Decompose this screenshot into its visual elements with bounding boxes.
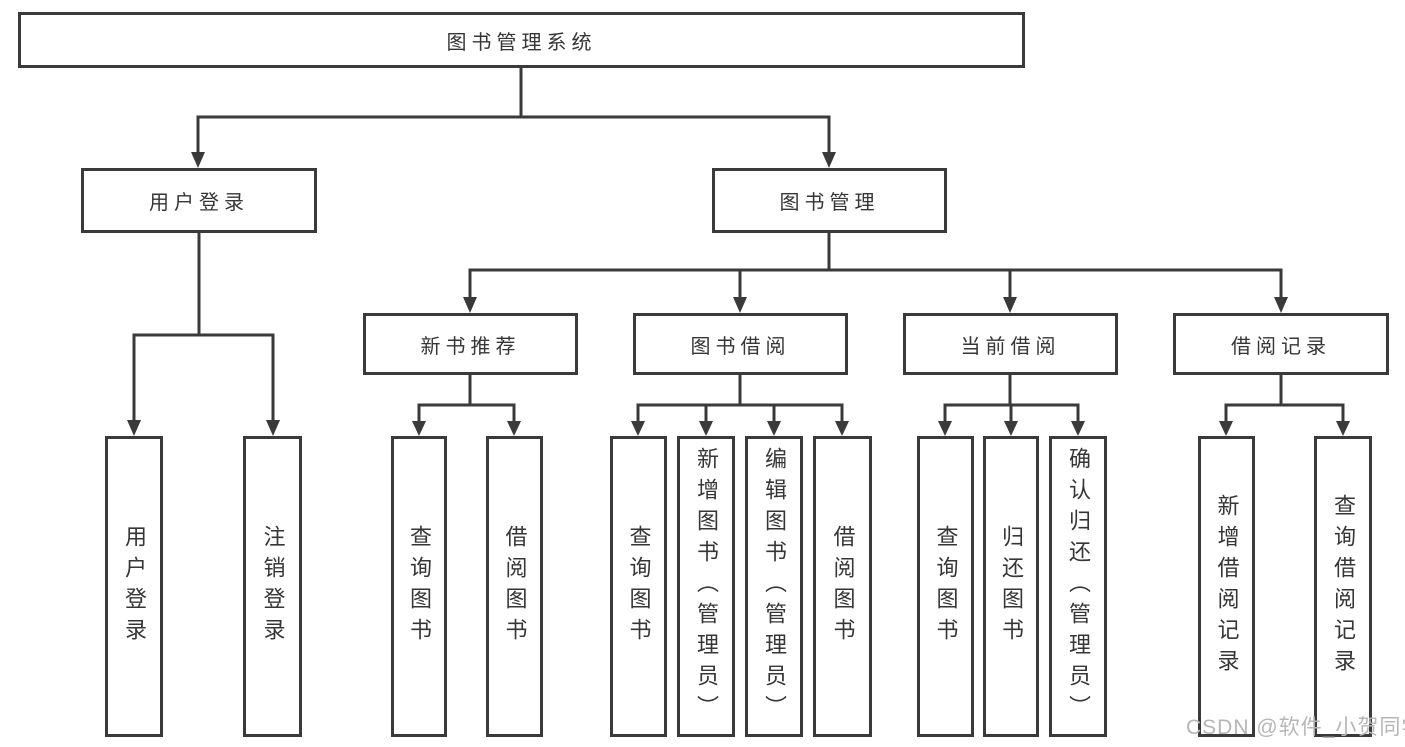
leaf-edit-book-admin: 编辑图书（管理员） <box>745 436 803 737</box>
arrowhead <box>507 421 521 436</box>
arrowhead <box>1219 421 1233 436</box>
node-user-login: 用户登录 <box>81 168 317 233</box>
arrowhead <box>835 421 849 436</box>
arrowhead <box>767 421 781 436</box>
node-library-system: 图书管理系统 <box>18 12 1025 68</box>
arrowhead <box>1071 421 1085 436</box>
arrowhead <box>1003 297 1017 313</box>
leaf-logout-login: 注销登录 <box>243 436 302 737</box>
connector-current-to-leaves <box>943 373 1080 424</box>
leaf-return-books: 归还图书 <box>983 436 1039 737</box>
leaf-borrow-books-recommend: 借阅图书 <box>486 436 543 737</box>
arrowhead <box>191 152 205 168</box>
connector-newbook-to-leaves <box>417 373 516 424</box>
connector-bookmgmt-to-level3 <box>468 231 1283 300</box>
arrowhead <box>266 420 280 436</box>
arrowhead <box>1336 421 1350 436</box>
connector-root-to-level2 <box>196 66 831 155</box>
arrowhead <box>631 421 645 436</box>
arrowheads <box>127 152 1350 436</box>
arrowhead <box>699 421 713 436</box>
leaf-borrow-books-borrowing: 借阅图书 <box>813 436 872 737</box>
leaf-query-borrow-record: 查询借阅记录 <box>1314 436 1372 737</box>
leaf-confirm-return-admin: 确认归还（管理员） <box>1049 436 1107 737</box>
leaf-user-login: 用户登录 <box>105 436 163 737</box>
arrowhead <box>127 420 141 436</box>
connector-records-to-leaves <box>1224 373 1345 424</box>
connector-borrowing-to-leaves <box>636 373 844 424</box>
node-book-borrowing: 图书借阅 <box>633 313 848 375</box>
arrowhead <box>1274 297 1288 313</box>
leaf-add-borrow-record: 新增借阅记录 <box>1198 436 1255 737</box>
node-new-book-recommend: 新书推荐 <box>363 313 578 375</box>
arrowhead <box>733 297 747 313</box>
arrowhead <box>412 421 426 436</box>
leaf-query-books-borrowing: 查询图书 <box>610 436 667 737</box>
connector-userlogin-to-leaves <box>132 231 275 423</box>
leaf-query-books-recommend: 查询图书 <box>391 436 447 737</box>
node-current-borrowing: 当前借阅 <box>903 313 1118 375</box>
arrowhead <box>938 421 952 436</box>
leaf-query-books-current: 查询图书 <box>917 436 974 737</box>
arrowhead <box>463 297 477 313</box>
arrowhead <box>1004 421 1018 436</box>
node-borrowing-records: 借阅记录 <box>1173 313 1389 375</box>
arrowhead <box>822 152 836 168</box>
node-book-management: 图书管理 <box>712 168 947 233</box>
leaf-add-book-admin: 新增图书（管理员） <box>677 436 735 737</box>
watermark: CSDN @软件_小贺同学 <box>1186 716 1405 739</box>
